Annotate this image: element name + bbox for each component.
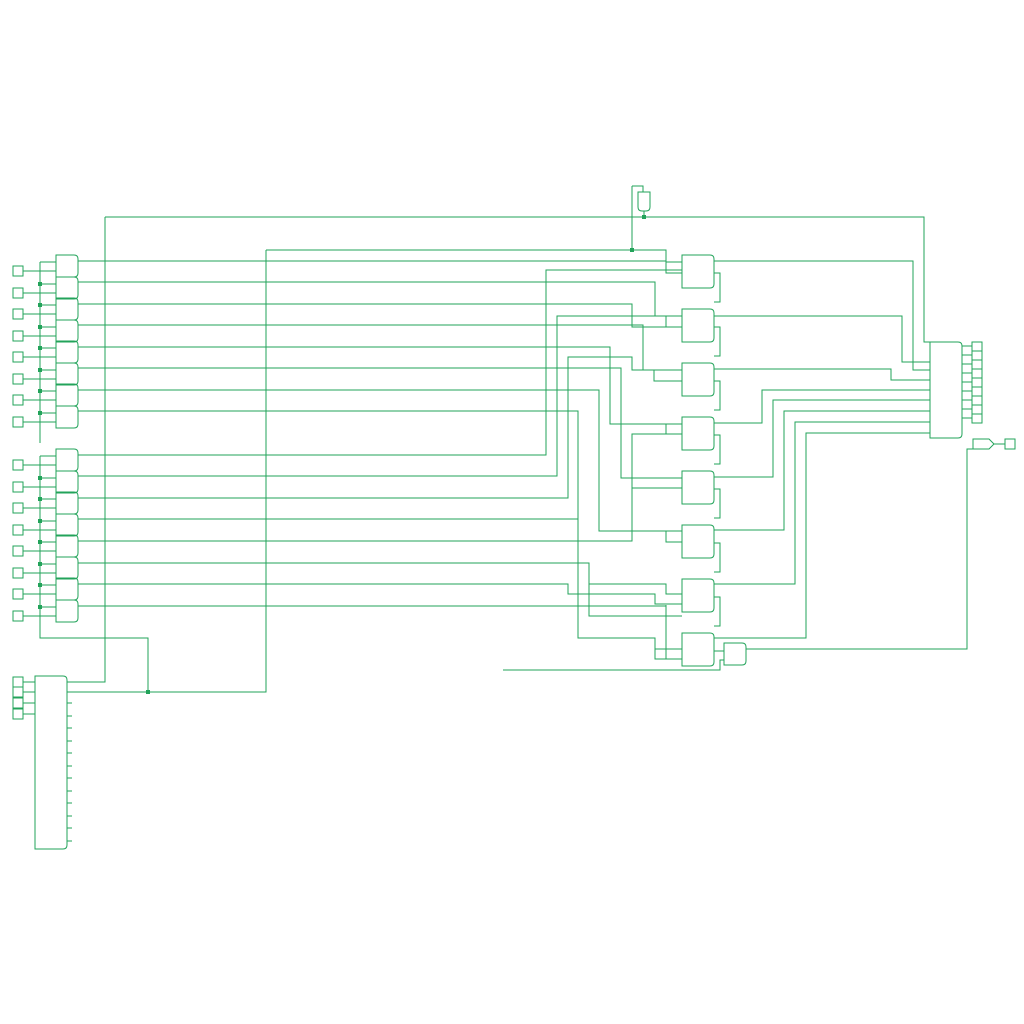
mux-block[interactable] [681, 632, 715, 667]
junction-dot [38, 368, 42, 372]
input-pin[interactable] [12, 481, 24, 493]
input-pin[interactable] [12, 373, 24, 385]
mux-block[interactable] [681, 416, 715, 451]
input-latch[interactable] [55, 405, 79, 429]
control-pin[interactable] [12, 708, 24, 720]
input-latch[interactable] [55, 556, 79, 580]
mux-block[interactable] [681, 470, 715, 505]
input-latches-bank-b [55, 448, 79, 623]
input-pin[interactable] [12, 265, 24, 277]
junction-dot [642, 215, 646, 219]
junction-dot [38, 346, 42, 350]
top-buffer[interactable] [637, 191, 651, 212]
input-pin[interactable] [12, 610, 24, 622]
junction-dot [38, 389, 42, 393]
register-bit [971, 368, 983, 379]
register-bit [971, 359, 983, 370]
junction-dot [630, 248, 634, 252]
input-wires-bank-a [23, 261, 56, 443]
input-pins-bank-b [12, 459, 24, 622]
input-pin[interactable] [12, 351, 24, 363]
mux-block[interactable] [681, 578, 715, 613]
bank-b-output-wires [78, 269, 682, 660]
input-latch[interactable] [55, 534, 79, 558]
input-latch[interactable] [55, 276, 79, 300]
input-latch[interactable] [55, 340, 79, 364]
mux-block[interactable] [681, 524, 715, 559]
decoder-block[interactable] [34, 675, 68, 850]
input-latch[interactable] [55, 577, 79, 601]
mux-block[interactable] [681, 308, 715, 343]
junction-dot [38, 605, 42, 609]
mux-block[interactable] [681, 254, 715, 289]
junction-dot [38, 411, 42, 415]
mux-side-stubs [714, 272, 724, 652]
input-pins-bank-a [12, 265, 24, 428]
input-pin[interactable] [12, 524, 24, 536]
decoder-output-stubs [67, 217, 267, 842]
input-latch[interactable] [55, 470, 79, 494]
control-pin[interactable] [12, 697, 24, 709]
junction-dot [38, 519, 42, 523]
enable-wire [503, 659, 724, 671]
input-pin[interactable] [12, 567, 24, 579]
junctions-bank-b [38, 476, 42, 609]
junction-dot [38, 497, 42, 501]
input-latch[interactable] [55, 513, 79, 537]
bank-a-output-wires [78, 260, 682, 650]
register-bit [971, 350, 983, 361]
register-bit [971, 413, 983, 424]
junction-dot [38, 540, 42, 544]
output-pin[interactable] [1004, 438, 1016, 450]
control-pins [12, 676, 35, 720]
input-latch[interactable] [55, 319, 79, 343]
register-bit [971, 377, 983, 388]
register-bit [971, 386, 983, 397]
mux-output-wires [714, 260, 930, 639]
combiner-gate[interactable] [723, 642, 747, 666]
input-wires-bank-b [23, 455, 149, 692]
input-latches-bank-a [55, 254, 79, 429]
input-latch[interactable] [55, 297, 79, 321]
input-pin[interactable] [12, 545, 24, 557]
top-control-bus [105, 185, 930, 343]
input-latch[interactable] [55, 362, 79, 386]
input-pin[interactable] [12, 416, 24, 428]
junction-dot [146, 690, 150, 694]
junction-dot [38, 325, 42, 329]
junction-dot [38, 476, 42, 480]
input-pin[interactable] [12, 459, 24, 471]
input-pin[interactable] [12, 588, 24, 600]
combiner-output-wire [746, 448, 973, 650]
mux-block[interactable] [681, 362, 715, 397]
junction-dot [38, 583, 42, 587]
output-buffer[interactable] [972, 438, 995, 450]
junction-dot [38, 303, 42, 307]
register-bit [971, 404, 983, 415]
secondary-selector-wires [588, 423, 682, 660]
control-pin[interactable] [12, 676, 24, 688]
junction-dot [38, 282, 42, 286]
input-pin[interactable] [12, 308, 24, 320]
junctions-bank-a [38, 282, 42, 415]
junction-dot [38, 562, 42, 566]
input-pin[interactable] [12, 330, 24, 342]
control-pin[interactable] [12, 686, 24, 698]
input-pin[interactable] [12, 502, 24, 514]
input-latch[interactable] [55, 448, 79, 472]
register-bit [971, 341, 983, 352]
output-register-bits [962, 341, 983, 424]
input-pin[interactable] [12, 394, 24, 406]
input-latch[interactable] [55, 383, 79, 407]
register-bit [971, 395, 983, 406]
input-latch[interactable] [55, 599, 79, 623]
mux-blocks [681, 254, 715, 667]
input-latch[interactable] [55, 491, 79, 515]
input-pin[interactable] [12, 287, 24, 299]
output-register[interactable] [929, 341, 963, 439]
input-latch[interactable] [55, 254, 79, 278]
